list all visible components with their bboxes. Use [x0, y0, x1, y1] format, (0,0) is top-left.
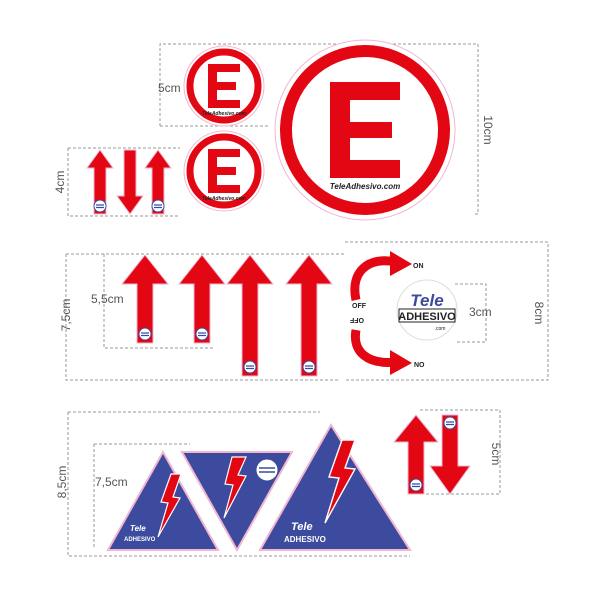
tele-adhesivo-logo: Tele ADHESIVO .com [396, 279, 458, 341]
dim-triangles-height: 8,5cm [55, 466, 69, 499]
tele-adhesivo-logo [255, 458, 279, 482]
logo-bottom-text: ADHESIVO [124, 537, 156, 543]
lightning-bolt-icon [223, 456, 247, 519]
electric-triangle-inverted [180, 451, 294, 553]
arrow-up-icon [120, 254, 170, 344]
e-caption: TeleAdhesivo.com [330, 182, 400, 191]
double-arrow-group [392, 414, 471, 495]
dim-triangles-width: 7,5cm [95, 475, 128, 489]
electric-triangle-right: Tele ADHESIVO [258, 423, 412, 551]
arrow-up-icon [284, 254, 334, 377]
curved-arrow-on-icon [350, 251, 412, 301]
e-caption: TeleAdhesivo.com [202, 111, 247, 117]
on-label: ON [413, 263, 424, 270]
no-label: NO [414, 362, 425, 369]
arrow-down-icon [116, 149, 144, 215]
dim-e-small: 5cm [158, 81, 181, 95]
dim-arrows-small: 4cm [53, 171, 67, 194]
arrow-up-icon [392, 414, 440, 495]
arrow-up-icon [144, 149, 172, 215]
curved-arrow-no-icon [350, 329, 412, 375]
lightning-bolt-icon [324, 439, 357, 524]
triangles-group: Tele ADHESIVO Tele ADHESIVO [106, 423, 412, 553]
e-sticker-large: TeleAdhesivo.com [274, 39, 456, 221]
logo-top-text: Tele [410, 291, 443, 310]
logo-bottom-text: ADHESIVO [284, 535, 326, 544]
letter-e-icon [208, 64, 240, 108]
dimension-labels: 5cm 10cm 4cm 7,5cm 5,5cm 8cm 3cm 8,5cm 7… [53, 81, 546, 498]
dim-logo-badge: 3cm [469, 305, 492, 319]
arrow-up-icon [225, 254, 275, 377]
letter-e-icon [330, 82, 400, 178]
dim-arrows-medium-height: 5,5cm [91, 292, 124, 306]
logo-top-text: Tele [291, 521, 313, 533]
arrow-up-icon [177, 254, 227, 344]
dimension-lines [65, 43, 549, 557]
on-off-group: ON OFF OFF NO Tele ADHESIVO .com [349, 251, 458, 375]
logo-top-text: Tele [130, 524, 146, 533]
electric-triangle-left: Tele ADHESIVO [106, 449, 220, 551]
arrow-down-icon [429, 414, 471, 495]
dim-arrows-medium-width: 7,5cm [59, 299, 73, 332]
dim-on-off: 8cm [532, 302, 546, 325]
off-label-rotated: OFF [349, 316, 364, 323]
off-label: OFF [352, 303, 367, 310]
e-sticker-small-top: TeleAdhesivo.com [183, 45, 265, 127]
e-sticker-small-bottom: TeleAdhesivo.com [183, 130, 265, 212]
small-arrows-group [86, 149, 172, 215]
logo-small-text: .com [435, 326, 446, 332]
arrow-up-icon [86, 149, 114, 215]
dim-double-arrow: 5cm [489, 443, 503, 466]
logo-bottom-text: ADHESIVO [398, 311, 456, 323]
medium-arrows-group [120, 254, 334, 377]
e-caption: TeleAdhesivo.com [202, 196, 247, 202]
dim-e-large: 10cm [481, 115, 495, 144]
lightning-bolt-icon [157, 473, 182, 538]
letter-e-icon [208, 149, 240, 193]
